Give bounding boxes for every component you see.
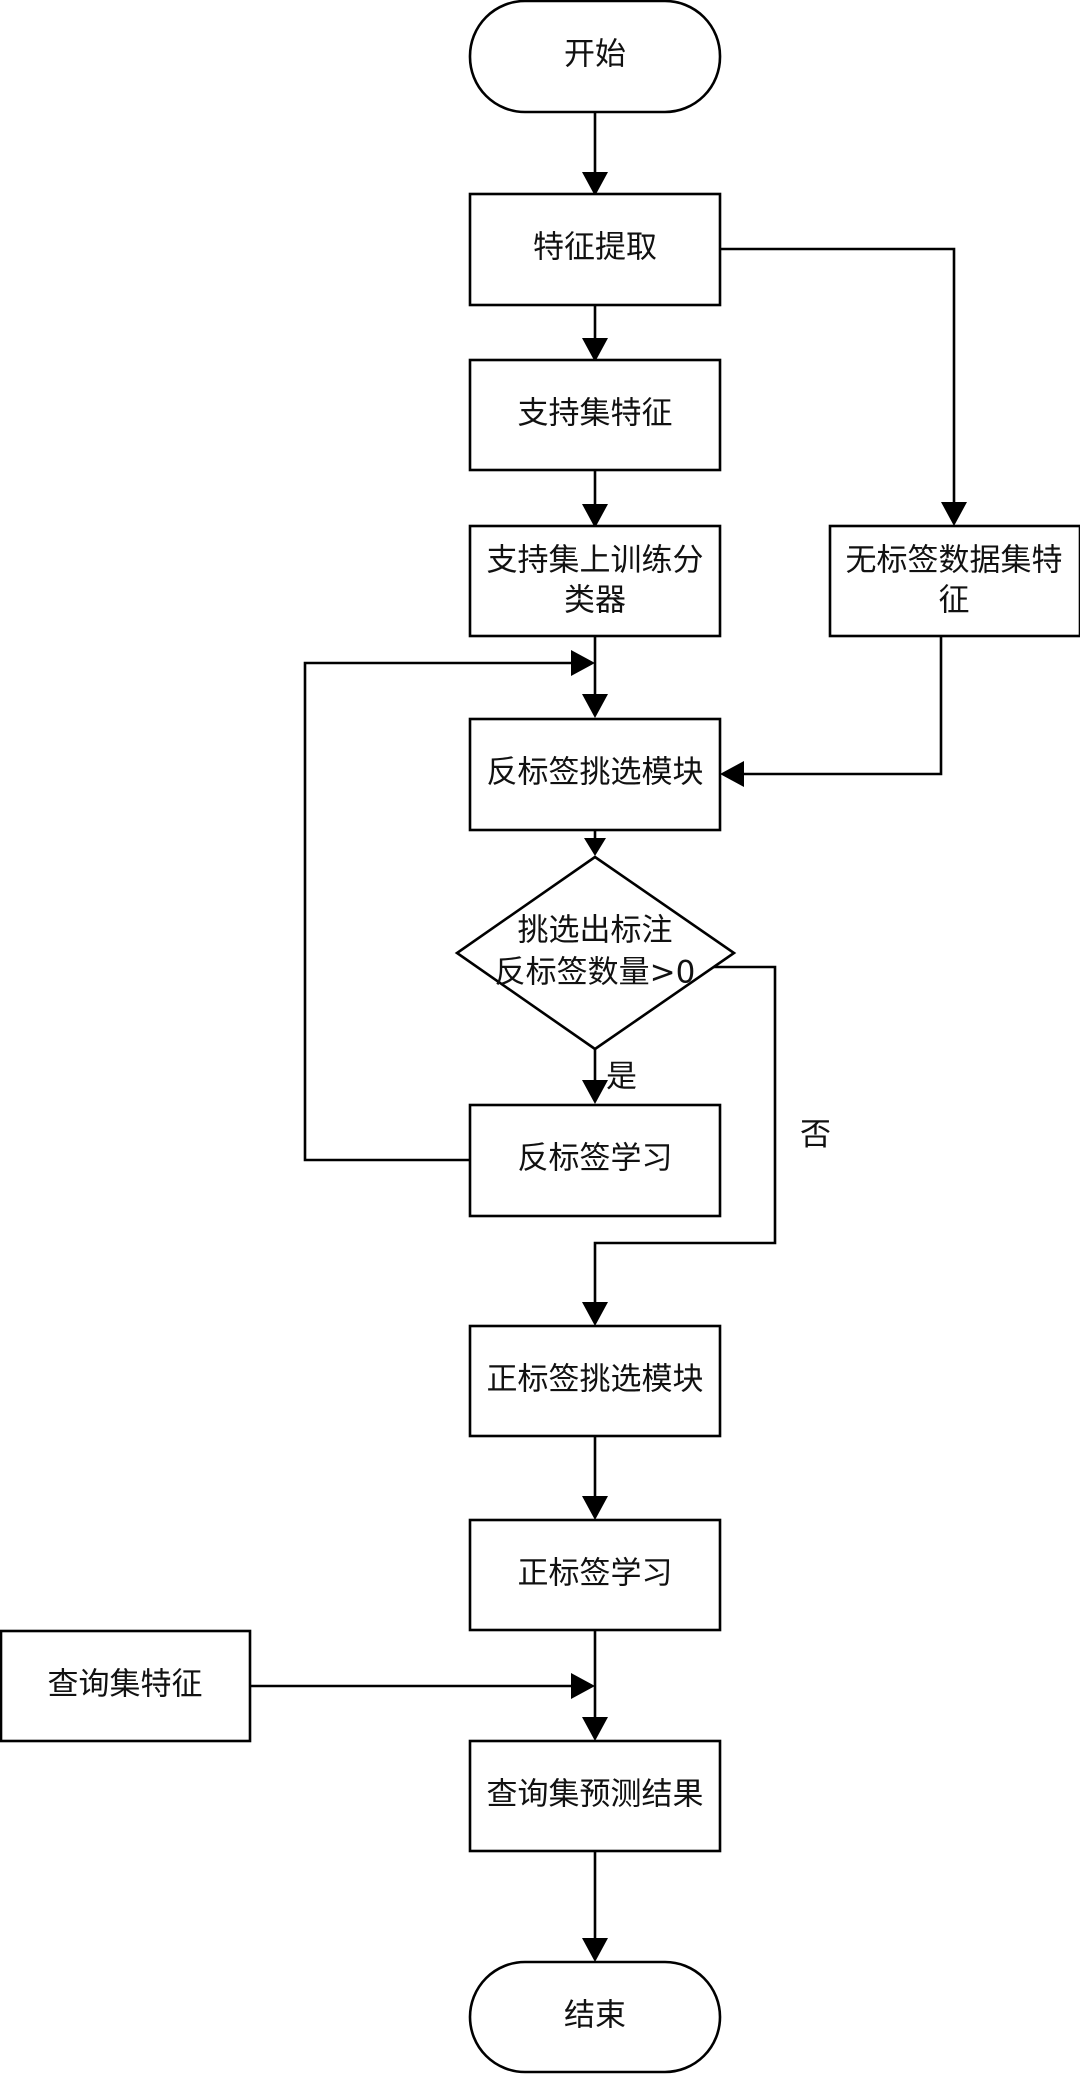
train-classifier-box (468, 524, 722, 638)
train-classifier-label-line2: 类器 (564, 583, 626, 619)
node-unlabeled-features: 无标签数据集特 征 (828, 524, 1080, 638)
unlabeled-features-label-line2: 征 (939, 583, 970, 619)
edge-decision-no-to-pos-select (593, 965, 777, 1308)
arrowhead-icon (582, 1496, 608, 1520)
pos-select-box (468, 1324, 722, 1438)
node-neg-select: 反标签挑选模块 (468, 717, 722, 832)
neg-select-label: 反标签挑选模块 (487, 755, 704, 791)
end-terminal-shape (468, 1960, 722, 2074)
neg-select-box (468, 717, 722, 832)
query-features-label: 查询集特征 (48, 1667, 203, 1703)
unlabeled-features-label-line1: 无标签数据集特 (846, 543, 1063, 579)
arrowhead-icon (582, 1302, 608, 1326)
node-query-predict: 查询集预测结果 (468, 1739, 722, 1853)
edge-neg-learning-loop-back (303, 661, 577, 1162)
edge-feature-extraction-to-unlabeled-features (720, 247, 956, 508)
arrowhead-icon (582, 1080, 608, 1104)
neg-learning-label: 反标签学习 (518, 1141, 673, 1177)
node-query-features: 查询集特征 (0, 1629, 252, 1743)
node-end: 结束 (468, 1960, 722, 2074)
arrowhead-icon (941, 502, 967, 526)
decision-label-line1: 挑选出标注 (518, 913, 673, 949)
edge-label-yes: 是 (606, 1059, 637, 1095)
arrowhead-icon (571, 650, 595, 676)
node-start: 开始 (468, 0, 722, 114)
arrowhead-icon (582, 1717, 608, 1741)
node-feature-extraction: 特征提取 (468, 192, 722, 307)
node-pos-select: 正标签挑选模块 (468, 1324, 722, 1438)
query-predict-box (468, 1739, 722, 1853)
feature-extraction-label: 特征提取 (533, 230, 657, 266)
pos-learning-label: 正标签学习 (518, 1556, 673, 1592)
decision-diamond-shape (454, 855, 737, 1051)
arrowhead-icon (571, 1673, 595, 1699)
pos-select-label: 正标签挑选模块 (487, 1362, 704, 1398)
node-decision: 挑选出标注 反标签数量>0 (454, 855, 737, 1051)
arrowhead-icon (720, 761, 744, 787)
arrowhead-icon (582, 1938, 608, 1962)
arrowhead-icon (584, 838, 606, 856)
arrowhead-icon (582, 338, 608, 362)
feature-extraction-box (468, 192, 722, 307)
start-terminal-shape (468, 0, 722, 114)
arrowhead-icon (582, 694, 608, 718)
neg-learning-box (468, 1103, 722, 1218)
edge-unlabeled-features-to-neg-select (738, 636, 943, 776)
start-label: 开始 (564, 37, 626, 73)
arrowhead-icon (582, 504, 608, 528)
query-features-box (0, 1629, 252, 1743)
unlabeled-features-box (828, 524, 1080, 638)
pos-learning-box (468, 1518, 722, 1632)
node-train-classifier: 支持集上训练分 类器 (468, 524, 722, 638)
node-pos-learning: 正标签学习 (468, 1518, 722, 1632)
support-features-box (468, 358, 722, 472)
support-features-label: 支持集特征 (518, 396, 673, 432)
node-neg-learning: 反标签学习 (468, 1103, 722, 1218)
train-classifier-label-line1: 支持集上训练分 (487, 543, 704, 579)
edge-label-no: 否 (800, 1117, 831, 1153)
decision-label-line2: 反标签数量>0 (495, 955, 696, 991)
arrowhead-icon (582, 172, 608, 196)
query-predict-label: 查询集预测结果 (487, 1777, 704, 1813)
node-support-features: 支持集特征 (468, 358, 722, 472)
edges: 是 否 (250, 112, 967, 1962)
end-label: 结束 (564, 1998, 626, 2034)
